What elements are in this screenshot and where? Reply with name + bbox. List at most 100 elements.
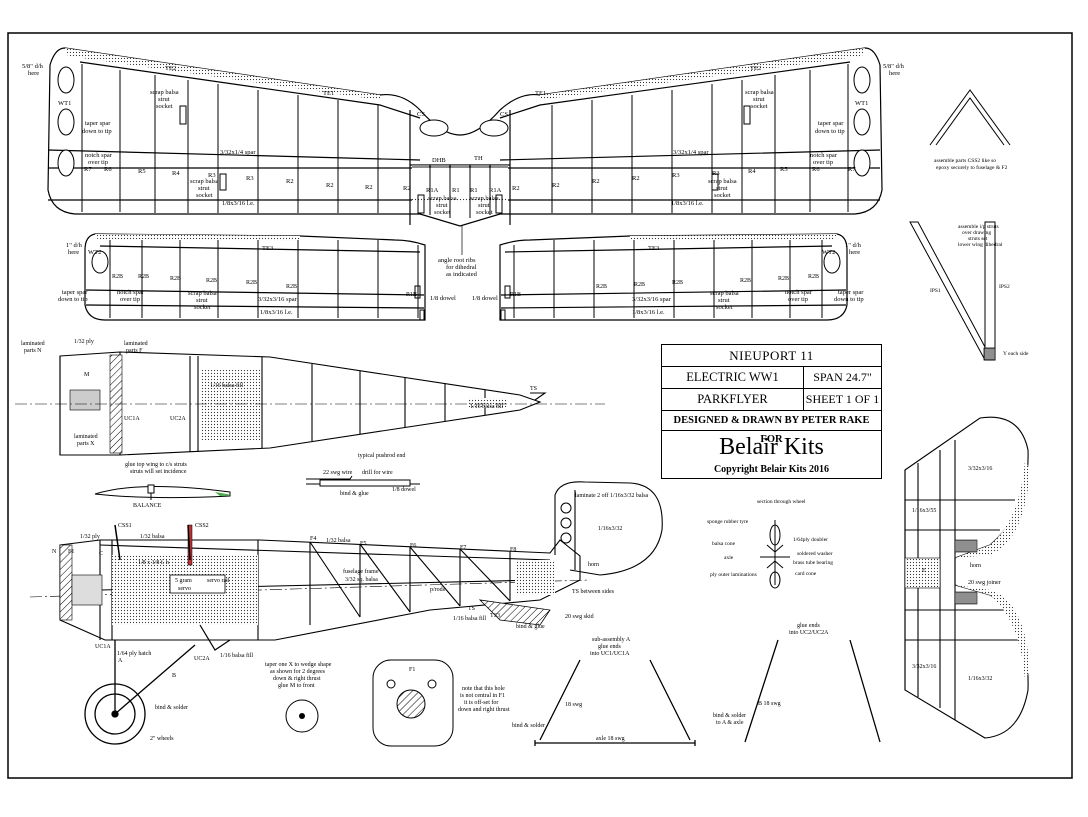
svg-text:F6: F6 (410, 543, 416, 549)
svg-text:parts F: parts F (126, 348, 143, 354)
rib-label: R2 (592, 178, 600, 185)
rib-label: R2B (740, 278, 751, 284)
svg-text:down to tip: down to tip (82, 128, 112, 135)
svg-text:as shown for 2 degrees: as shown for 2 degrees (270, 668, 326, 675)
svg-text:fuselage frame: fuselage frame (343, 568, 379, 575)
svg-text:brass tube bearing: brass tube bearing (793, 560, 833, 566)
svg-text:parts N: parts N (24, 348, 42, 354)
svg-text:UC2A: UC2A (194, 656, 210, 662)
svg-text:socket: socket (196, 192, 213, 199)
svg-text:1/16 balsa fill: 1/16 balsa fill (470, 403, 503, 410)
svg-text:over tip: over tip (813, 159, 833, 166)
svg-text:TH: TH (474, 155, 483, 162)
svg-text:glue M to front: glue M to front (278, 682, 315, 689)
f1-detail (372, 659, 454, 747)
fin-rudder (554, 481, 663, 576)
svg-text:1/8 dowel: 1/8 dowel (472, 295, 498, 302)
svg-text:1/16 balsa fill: 1/16 balsa fill (210, 382, 243, 389)
svg-text:strut: strut (478, 202, 490, 209)
rib-label: R2B (246, 280, 257, 286)
rib-label: R2B (112, 274, 123, 280)
svg-text:1/8x3/16 l.e.: 1/8x3/16 l.e. (222, 200, 255, 207)
svg-text:3/32x3/16: 3/32x3/16 (968, 466, 992, 472)
svg-text:glue top wing to c/s struts: glue top wing to c/s struts (125, 462, 187, 468)
svg-text:down to tip: down to tip (834, 296, 864, 303)
lower-wing-labels: TE3 TE3 1" d/h here 1" d/h here WT2 WT2 … (58, 242, 864, 316)
svg-text:strut: strut (198, 185, 210, 192)
svg-text:laminated: laminated (124, 341, 148, 347)
svg-text:R1: R1 (452, 187, 460, 194)
svg-text:sponge rubber tyre: sponge rubber tyre (707, 519, 749, 525)
svg-text:1/16x3/55: 1/16x3/55 (912, 508, 936, 514)
svg-text:Y each side: Y each side (1003, 351, 1029, 357)
svg-text:typical pushrod end: typical pushrod end (358, 453, 405, 459)
svg-text:into UC1/UC1A: into UC1/UC1A (590, 651, 630, 657)
svg-text:servo rail: servo rail (207, 578, 230, 584)
svg-text:balsa cone: balsa cone (712, 541, 736, 547)
svg-text:B 18 swg: B 18 swg (758, 701, 781, 707)
svg-text:B: B (172, 673, 176, 679)
wing-incidence (94, 484, 231, 500)
svg-text:bind & solder: bind & solder (512, 723, 545, 729)
svg-text:TS: TS (530, 386, 537, 392)
svg-text:socket: socket (751, 103, 768, 110)
svg-text:20 swg joiner: 20 swg joiner (968, 580, 1001, 586)
rib-label: R6 (812, 166, 820, 173)
rib-label: R2B (206, 278, 217, 284)
svg-text:IPS1: IPS1 (930, 288, 941, 294)
svg-text:TE3: TE3 (262, 245, 273, 252)
svg-text:into UC2/UC2A: into UC2/UC2A (789, 630, 829, 636)
svg-text:here: here (889, 70, 900, 77)
rib-label: R4 (172, 170, 180, 177)
uc-subassembly-b (744, 639, 881, 743)
svg-text:glue ends: glue ends (598, 644, 621, 650)
svg-text:scrap balsa: scrap balsa (745, 89, 774, 96)
svg-text:lower wing dihedral: lower wing dihedral (958, 242, 1003, 248)
top-wing-tips (57, 66, 871, 177)
sheet-number: SHEET 1 OF 1 (805, 392, 880, 406)
svg-text:parts X: parts X (77, 441, 95, 447)
svg-text:card cone: card cone (795, 571, 817, 577)
svg-text:3/32x1/4 spar: 3/32x1/4 spar (220, 149, 256, 156)
svg-text:soldered washer: soldered washer (797, 551, 833, 557)
svg-text:A: A (118, 658, 123, 664)
rib-label: R7 (84, 166, 92, 173)
svg-text:for dihedral: for dihedral (446, 264, 477, 271)
rib-label: R5 (780, 166, 788, 173)
top-wing-ribs (81, 64, 849, 218)
svg-text:M: M (84, 372, 90, 378)
svg-text:R1A: R1A (426, 187, 439, 194)
svg-text:angle root ribs: angle root ribs (438, 257, 476, 264)
rib-label: R1B (510, 292, 521, 298)
svg-text:scrap balsa: scrap balsa (708, 178, 737, 185)
svg-text:laminate 2 off 1/16x3/32 balsa: laminate 2 off 1/16x3/32 balsa (575, 492, 649, 499)
svg-text:axle 18 swg: axle 18 swg (596, 736, 625, 742)
undercarriage-side (84, 640, 196, 745)
svg-text:socket: socket (714, 192, 731, 199)
svg-text:F5: F5 (360, 541, 366, 547)
svg-text:over tip: over tip (88, 159, 108, 166)
title-block: NIEUPORT 11 ELECTRIC WW1 SPAN 24.7" PARK… (661, 344, 882, 479)
svg-text:CS: CS (417, 111, 425, 118)
rib-label: R2B (286, 284, 297, 290)
svg-text:as indicated: as indicated (446, 271, 478, 278)
svg-text:epoxy securely to fuselage & F: epoxy securely to fuselage & F2 (936, 164, 1008, 171)
svg-text:E: E (922, 568, 926, 574)
svg-text:over drawing: over drawing (962, 230, 991, 236)
svg-text:servo: servo (178, 586, 191, 592)
rib-label: R3 (672, 172, 680, 179)
svg-text:N: N (52, 549, 57, 555)
svg-text:notch spar: notch spar (117, 289, 145, 296)
svg-text:CSS2: CSS2 (195, 523, 209, 529)
svg-text:TS3: TS3 (490, 613, 500, 619)
svg-text:horn: horn (588, 562, 599, 568)
rib-label: R2B (596, 284, 607, 290)
rib-label: R2 (365, 184, 373, 191)
svg-text:socket: socket (716, 304, 733, 311)
te2-left-label: TE2 (165, 65, 176, 72)
svg-text:socket: socket (156, 103, 173, 110)
svg-text:1" d/h: 1" d/h (66, 242, 83, 249)
svg-text:socket: socket (434, 209, 451, 216)
svg-text:bind & glue: bind & glue (516, 624, 545, 630)
